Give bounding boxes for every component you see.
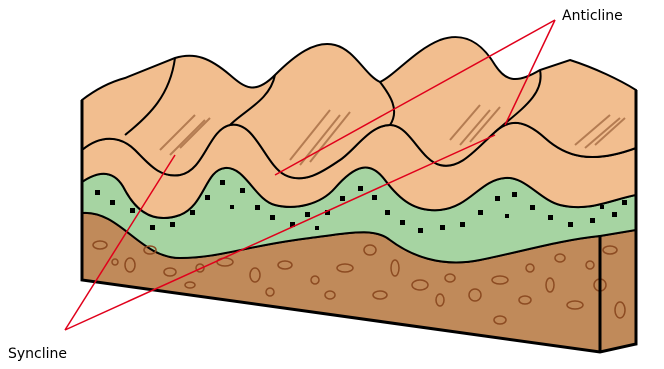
anticline-label: Anticline [562,8,623,24]
syncline-label: Syncline [8,346,67,362]
